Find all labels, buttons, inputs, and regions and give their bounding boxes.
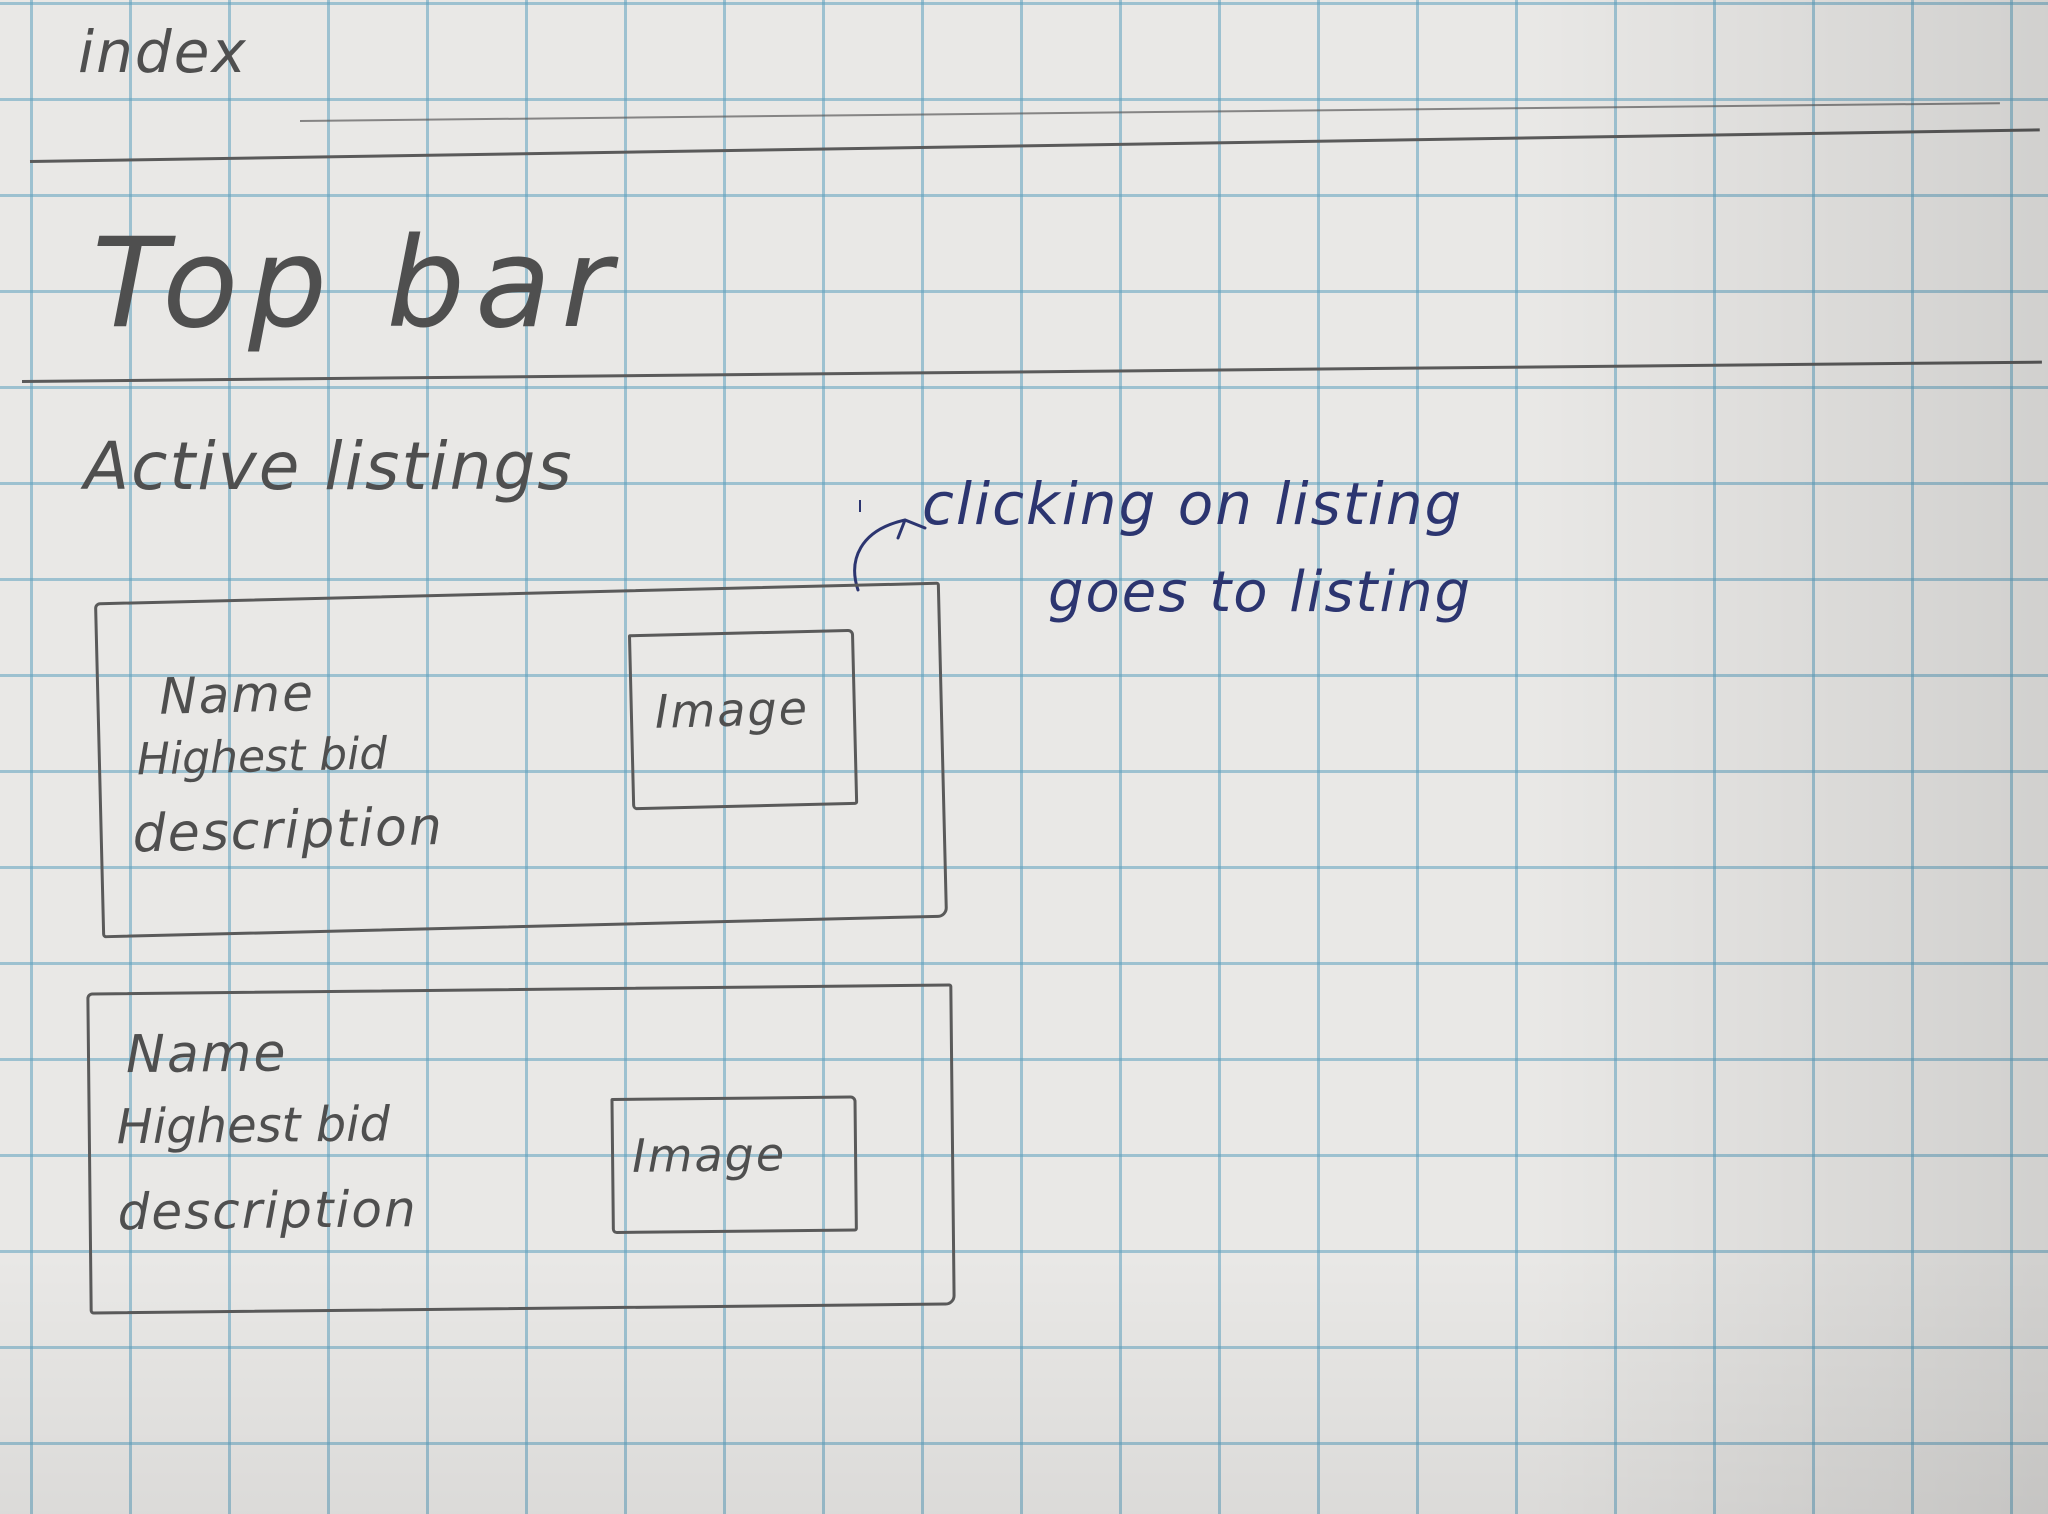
listing-1-description: description (131, 796, 445, 865)
active-listings-heading: Active listings (84, 428, 574, 505)
listing-1-image-label: Image (654, 680, 810, 739)
annotation-line-1: clicking on listing (922, 470, 1464, 538)
listing-card-1[interactable]: Name Highest bid description Image (94, 581, 948, 939)
listing-2-highest-bid: Highest bid (116, 1096, 391, 1156)
listing-2-name: Name (125, 1023, 288, 1086)
page-label: index (78, 18, 248, 86)
listing-2-image-label: Image (631, 1127, 787, 1183)
top-bar-label: Top bar (92, 212, 623, 356)
listing-1-image: Image (627, 628, 859, 811)
listing-2-image: Image (610, 1095, 858, 1235)
listing-card-2[interactable]: Name Highest bid description Image (86, 983, 956, 1315)
annotation-line-2: goes to listing (1048, 560, 1473, 625)
listing-1-highest-bid: Highest bid (136, 728, 388, 786)
listing-1-name: Name (158, 664, 316, 726)
listing-2-description: description (117, 1180, 418, 1242)
